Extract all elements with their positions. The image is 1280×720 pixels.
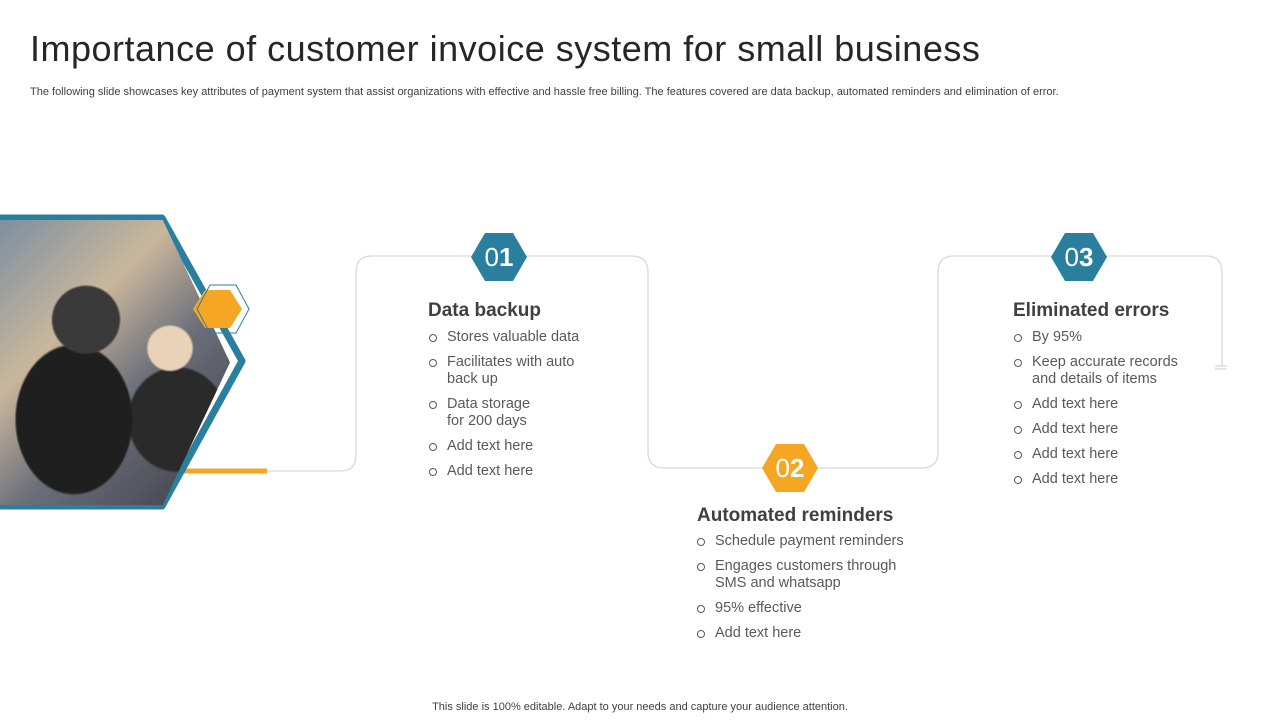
step-1-number: 01 xyxy=(484,242,514,272)
list-item: Add text here xyxy=(1014,396,1194,413)
bullet-circle-icon xyxy=(697,538,705,546)
list-item: Stores valuable data xyxy=(429,329,599,346)
bullet-circle-icon xyxy=(429,359,437,367)
photo-hex-frame xyxy=(0,214,246,510)
list-item: Add text here xyxy=(1014,421,1194,438)
slide-subtitle: The following slide showcases key attrib… xyxy=(30,86,1059,98)
bullet-circle-icon xyxy=(697,563,705,571)
photo-outline-hexagon xyxy=(196,284,250,334)
step-3-badge-hexagon xyxy=(1051,233,1107,281)
step-3-title: Eliminated errors xyxy=(1013,300,1170,321)
slide-title: Importance of customer invoice system fo… xyxy=(30,28,981,69)
footer-note: This slide is 100% editable. Adapt to yo… xyxy=(432,701,848,713)
list-item: Add text here xyxy=(1014,471,1194,488)
step-2-number: 02 xyxy=(775,453,805,483)
step-2-title: Automated reminders xyxy=(697,505,894,526)
list-item: Engages customers through SMS and whatsa… xyxy=(697,558,917,592)
bullet-circle-icon xyxy=(1014,426,1022,434)
step-3-number: 03 xyxy=(1064,242,1094,272)
step-2-bullet-list: Schedule payment reminders Engages custo… xyxy=(697,533,917,650)
bullet-circle-icon xyxy=(1014,359,1022,367)
list-item: Keep accurate records and details of ite… xyxy=(1014,354,1194,388)
list-item: Add text here xyxy=(429,463,599,480)
step-3-bullet-list: By 95% Keep accurate records and details… xyxy=(1014,329,1194,496)
list-item: By 95% xyxy=(1014,329,1194,346)
bullet-circle-icon xyxy=(1014,401,1022,409)
bullet-circle-icon xyxy=(1014,476,1022,484)
bullet-circle-icon xyxy=(697,605,705,613)
bullet-circle-icon xyxy=(429,401,437,409)
list-item: Add text here xyxy=(697,625,917,642)
step-2-badge-hexagon xyxy=(762,444,818,492)
photo-orange-hexagon xyxy=(193,290,242,328)
bullet-circle-icon xyxy=(429,334,437,342)
list-item: Data storage for 200 days xyxy=(429,396,599,430)
bullet-circle-icon xyxy=(1014,334,1022,342)
bullet-circle-icon xyxy=(1014,451,1022,459)
list-item: Add text here xyxy=(1014,446,1194,463)
connector-line xyxy=(230,255,1223,472)
bullet-circle-icon xyxy=(697,630,705,638)
step-1-bullet-list: Stores valuable data Facilitates with au… xyxy=(429,329,599,488)
step-1-title: Data backup xyxy=(428,300,541,321)
list-item: Facilitates with auto back up xyxy=(429,354,599,388)
list-item: 95% effective xyxy=(697,600,917,617)
step-1-badge-hexagon xyxy=(471,233,527,281)
bullet-circle-icon xyxy=(429,468,437,476)
list-item: Schedule payment reminders xyxy=(697,533,917,550)
bullet-circle-icon xyxy=(429,443,437,451)
list-item: Add text here xyxy=(429,438,599,455)
